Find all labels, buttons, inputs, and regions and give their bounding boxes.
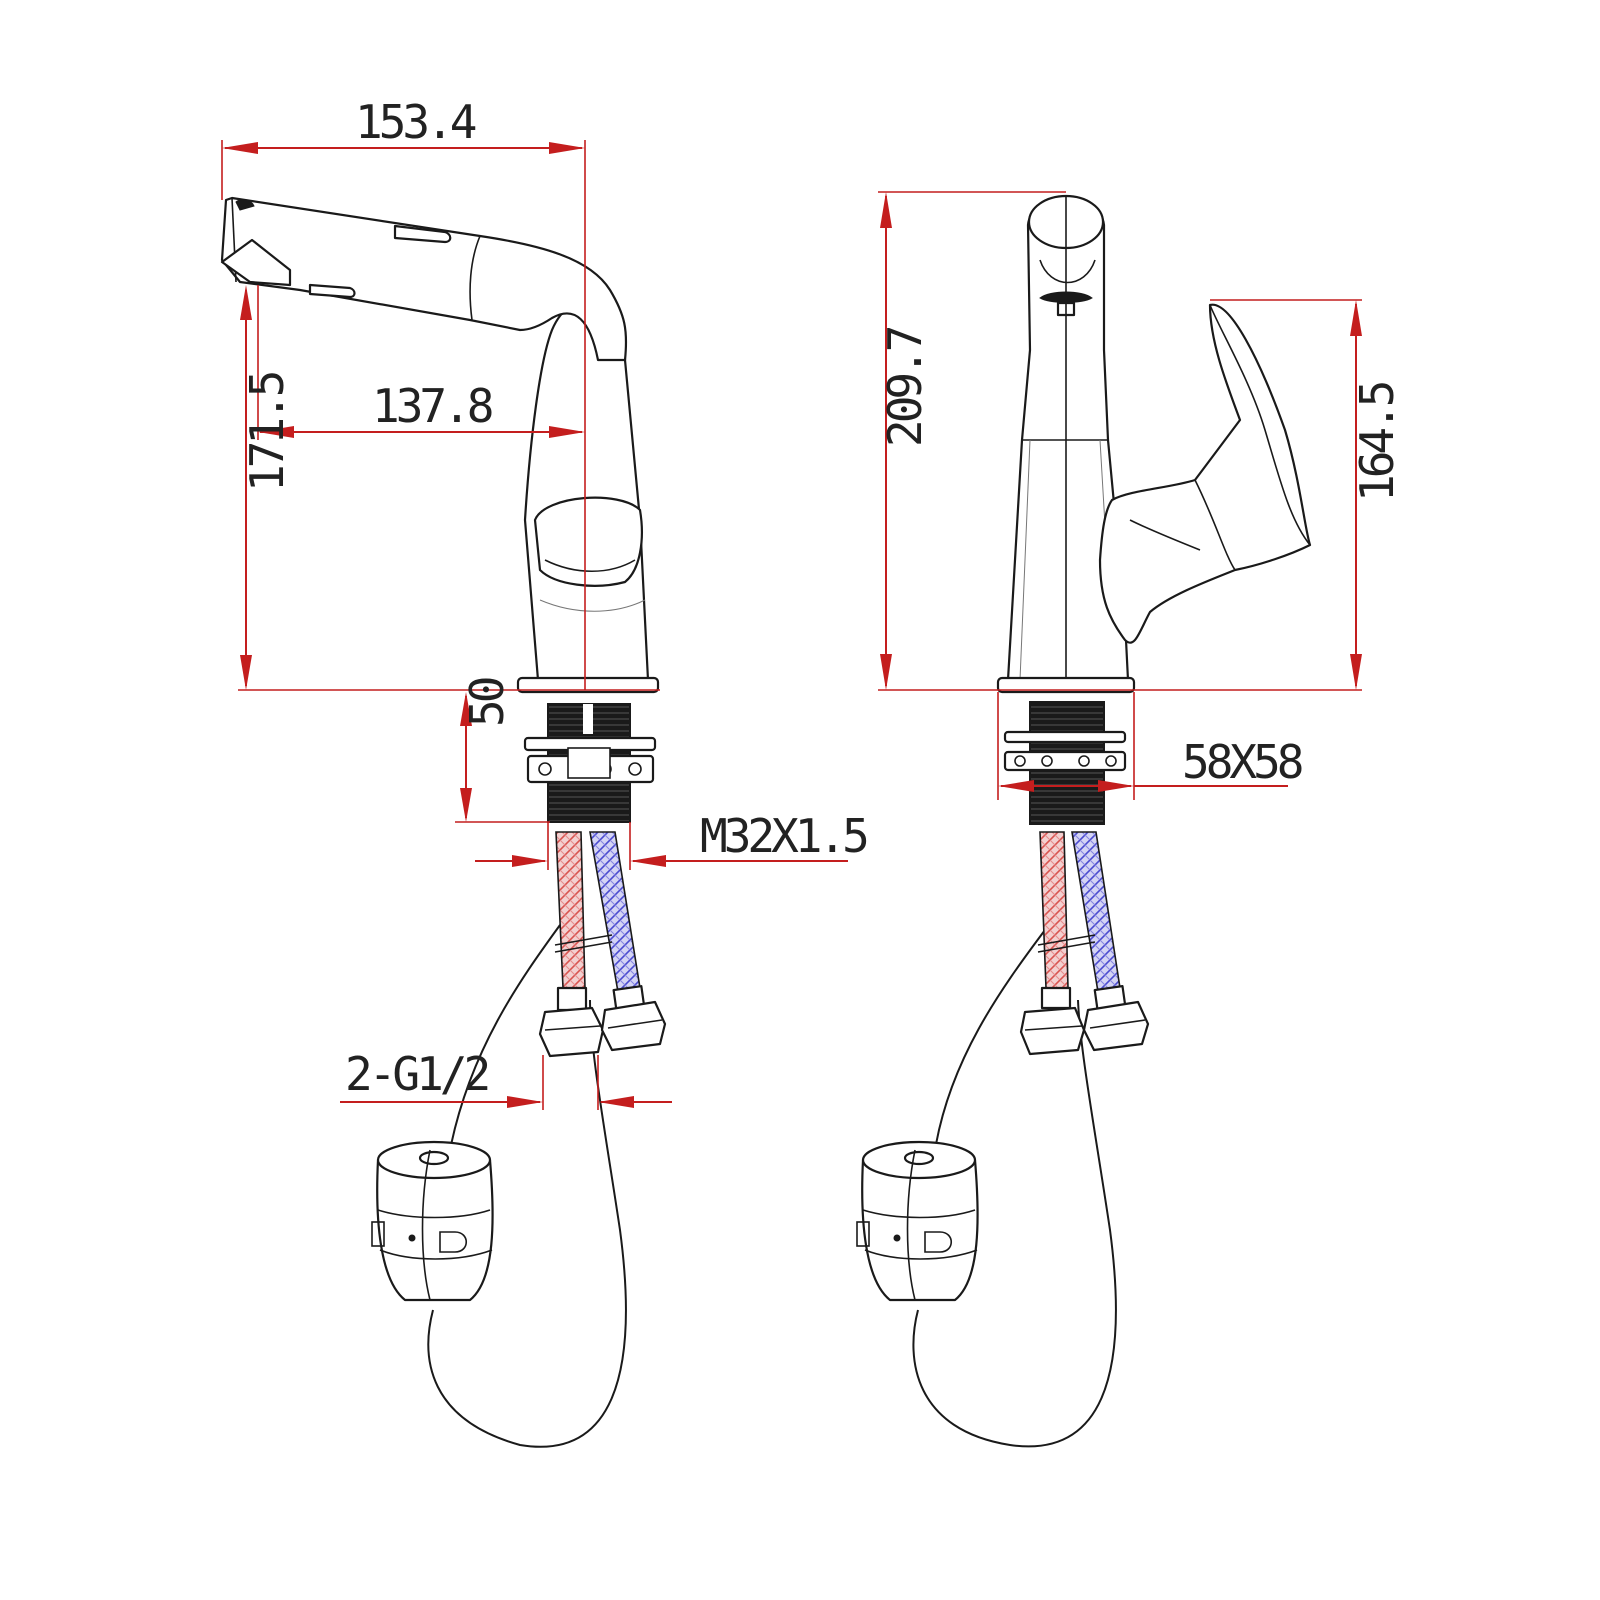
dim-spout-length: 153.4: [355, 95, 476, 149]
base-flange-front: [996, 676, 1136, 694]
hex-nut-cold-front: [1082, 1000, 1150, 1052]
hot-hose-front: [1039, 831, 1069, 989]
spray-head-face: [220, 238, 292, 287]
dim-handle-height: 164.5: [1350, 382, 1404, 502]
hex-nut-cold-side: [600, 1000, 667, 1052]
counterweight-side: [371, 1140, 494, 1302]
front-view: 209.7 164.5 58X58: [856, 191, 1404, 1448]
dim-inlet-connections: 2-G1/2: [345, 1047, 487, 1101]
spray-button-top: [393, 224, 452, 244]
nut-front: [1003, 750, 1127, 772]
faucet-body: [523, 298, 650, 682]
hot-hose-side: [555, 831, 586, 989]
dim-thread: M32X1.5: [700, 809, 867, 863]
hex-nut-hot-side: [538, 1006, 605, 1058]
pullout-hose: [427, 924, 627, 1448]
washer-front: [1003, 730, 1127, 744]
dim-shank-length: 50: [460, 678, 514, 727]
base-flange-side: [516, 676, 660, 694]
spout-arm: [220, 196, 628, 362]
cold-hose-front: [1071, 831, 1121, 993]
dim-spout-height: 171.5: [240, 372, 294, 492]
spray-button-bottom: [308, 283, 356, 299]
counterweight-front: [856, 1140, 979, 1302]
side-view: 153.4 137.8 171.5 50 M32X1.5 2: [220, 95, 871, 1448]
cold-hose-side: [589, 831, 641, 993]
hex-nut-hot-front: [1019, 1006, 1086, 1056]
dim-base-size: 58X58: [1182, 735, 1302, 789]
handle-side: [533, 496, 643, 587]
pullout-hose-front: [912, 929, 1117, 1448]
dim-reach: 137.8: [372, 379, 492, 433]
dim-total-height: 209.7: [878, 327, 932, 447]
